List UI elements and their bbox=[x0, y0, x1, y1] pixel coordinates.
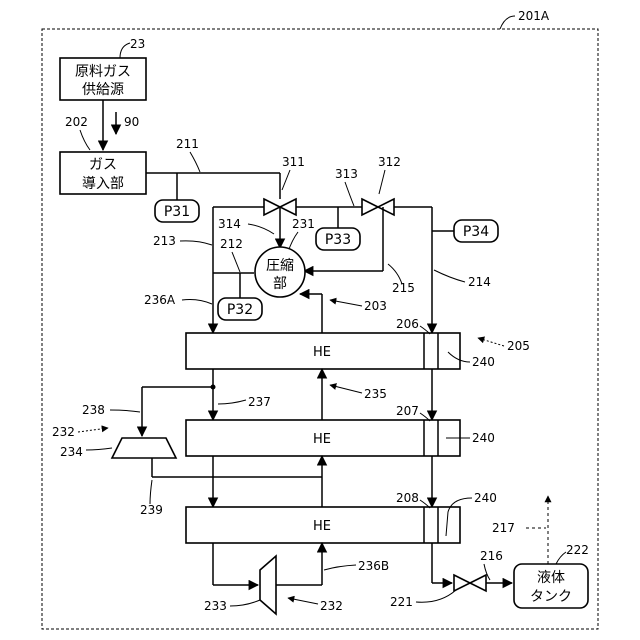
ref-222: 222 bbox=[566, 543, 589, 557]
ref-90: 90 bbox=[124, 115, 139, 129]
ref-240c: 240 bbox=[474, 491, 497, 505]
ref-240a: 240 bbox=[472, 355, 495, 369]
ref-207: 207 bbox=[396, 404, 419, 418]
ref-237: 237 bbox=[248, 395, 271, 409]
ref-313: 313 bbox=[335, 167, 358, 181]
gas-intro-line1: ガス bbox=[89, 157, 117, 173]
ref-202: 202 bbox=[65, 115, 88, 129]
p34-label: P34 bbox=[463, 224, 489, 240]
ref-236A: 236A bbox=[144, 293, 176, 307]
raw-gas-source-line1: 原料ガス bbox=[75, 64, 131, 80]
ref-216: 216 bbox=[480, 549, 503, 563]
ref-233: 233 bbox=[204, 599, 227, 613]
he-208-label: HE bbox=[313, 519, 331, 534]
ref-312: 312 bbox=[378, 155, 401, 169]
ref-212: 212 bbox=[220, 237, 243, 251]
ref-208: 208 bbox=[396, 491, 419, 505]
ref-236B: 236B bbox=[358, 559, 389, 573]
ref-217: 217 bbox=[492, 521, 515, 535]
ref-239: 239 bbox=[140, 503, 163, 517]
p32-label: P32 bbox=[227, 302, 253, 318]
ref-213: 213 bbox=[153, 234, 176, 248]
ref-221: 221 bbox=[390, 595, 413, 609]
ref-235: 235 bbox=[364, 387, 387, 401]
valve-221 bbox=[454, 575, 486, 591]
he-206-label: HE bbox=[313, 345, 331, 360]
ref-232-upper: 232 bbox=[52, 425, 75, 439]
ref-23: 23 bbox=[130, 37, 145, 51]
ref-205: 205 bbox=[507, 339, 530, 353]
tank-line2: タンク bbox=[530, 589, 572, 605]
ref-311: 311 bbox=[282, 155, 305, 169]
he-207-label: HE bbox=[313, 432, 331, 447]
ref-231: 231 bbox=[292, 217, 315, 231]
system-ref-label: 201A bbox=[518, 9, 550, 23]
p31-label: P31 bbox=[164, 204, 190, 220]
ref-232-lower: 232 bbox=[320, 599, 343, 613]
raw-gas-source-line2: 供給源 bbox=[82, 82, 124, 98]
expander-233 bbox=[260, 556, 276, 614]
ref-314: 314 bbox=[218, 217, 241, 231]
ref-238: 238 bbox=[82, 403, 105, 417]
compressor-line2: 部 bbox=[273, 276, 287, 292]
p33-label: P33 bbox=[325, 232, 351, 248]
compressor-line1: 圧縮 bbox=[266, 258, 294, 274]
ref-211: 211 bbox=[176, 137, 199, 151]
ref-234: 234 bbox=[60, 445, 83, 459]
expander-234 bbox=[112, 438, 176, 458]
valve-312 bbox=[362, 199, 394, 215]
ref-240b: 240 bbox=[472, 431, 495, 445]
ref-214: 214 bbox=[468, 275, 491, 289]
gas-intro-line2: 導入部 bbox=[82, 176, 124, 192]
ref-206: 206 bbox=[396, 317, 419, 331]
ref-203: 203 bbox=[364, 299, 387, 313]
ref-215: 215 bbox=[392, 281, 415, 295]
tank-line1: 液体 bbox=[537, 570, 565, 586]
